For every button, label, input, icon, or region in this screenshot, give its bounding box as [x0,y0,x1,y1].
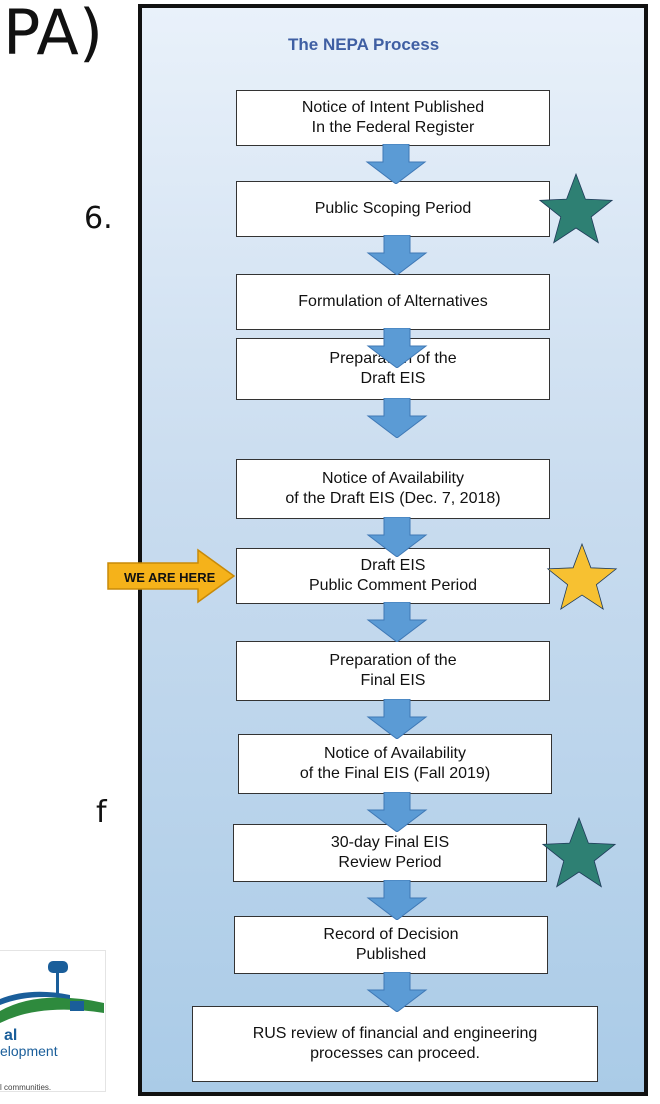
slide-text-fragment: 6. [84,201,113,236]
step-label-line: Record of Decision [323,926,459,943]
logo-text: elopment [0,1043,58,1059]
rural-development-logo: al elopment l communities. [0,950,106,1092]
flow-arrow-down-icon [366,235,428,275]
logo-text: al [4,1027,18,1044]
step-label-line: Published [355,946,427,963]
process-step-box: 30-day Final EIS Review Period [233,824,547,882]
completed-star-icon [541,816,617,888]
step-label-line: In the Federal Register [311,119,475,136]
step-label-line: Review Period [338,854,442,871]
step-label-line: of the Draft EIS (Dec. 7, 2018) [285,490,501,507]
step-label-line: of the Final EIS (Fall 2019) [299,765,491,782]
flow-arrow-down-icon [366,328,428,368]
flow-arrow-down-icon [366,398,428,438]
step-label-line: Notice of Intent Published [301,99,485,116]
step-label-line: 30-day Final EIS [330,834,450,851]
step-label-line: Public Scoping Period [314,200,472,217]
flow-arrow-down-icon [366,517,428,557]
flow-arrow-down-icon [366,699,428,739]
process-step-box: Formulation of Alternatives [236,274,550,330]
step-label-line: Public Comment Period [308,577,478,594]
completed-star-icon [538,172,614,244]
step-label-line: RUS review of financial and engineering [252,1025,538,1042]
step-label-line: Formulation of Alternatives [298,293,488,310]
process-step-box: Notice of Intent Published In the Federal… [236,90,550,146]
step-label-line: Preparation of the [329,652,457,669]
we-are-here-arrow [107,548,236,604]
slide-text-fragment: f [96,795,107,830]
step-label-line: Notice of Availability [322,470,464,487]
current-star-icon [546,542,618,611]
flow-arrow-down-icon [366,972,428,1012]
process-title: The NEPA Process [288,35,440,54]
flow-arrow-down-icon [366,792,428,832]
step-label-line: Notice of Availability [324,745,466,762]
water-tower-icon [0,961,104,1023]
process-step-box: Draft EIS Public Comment Period [236,548,550,604]
step-label-line: Draft EIS [360,557,426,574]
logo-tagline: l communities. [0,1083,52,1092]
flow-arrow-down-icon [365,144,427,184]
we-are-here-label: WE ARE HERE [124,570,216,585]
process-step-box: Notice of Availability of the Final EIS (… [238,734,552,794]
flow-arrow-down-icon [366,880,428,920]
step-label-line: processes can proceed. [310,1045,480,1062]
process-step-box: RUS review of financial and engineering p… [192,1006,598,1082]
process-step-box: Public Scoping Period [236,181,550,237]
step-label-line: Draft EIS [360,370,426,387]
slide-title-fragment: PA) [3,0,104,69]
process-step-box: Notice of Availability of the Draft EIS (… [236,459,550,519]
flow-arrow-down-icon [366,602,428,642]
step-label-line: Final EIS [360,672,426,689]
